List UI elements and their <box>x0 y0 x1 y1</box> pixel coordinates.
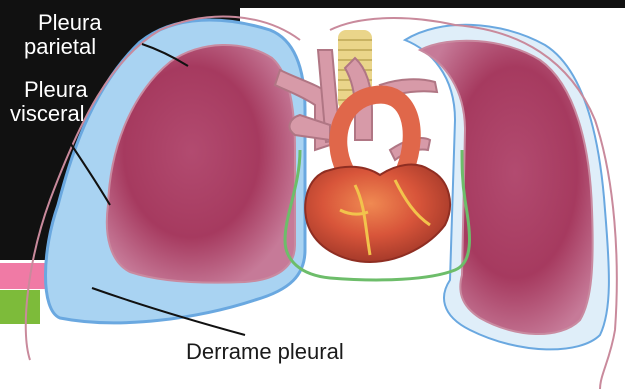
label-pleura-parietal-line1: Pleura <box>38 12 102 34</box>
label-pleura-visceral-line1: Pleura <box>24 79 88 101</box>
label-pleura-parietal-line2: parietal <box>24 36 96 58</box>
label-pleura-visceral-line2: visceral <box>10 103 85 125</box>
top-dark-band <box>0 0 625 8</box>
label-derrame-pleural: Derrame pleural <box>186 341 344 363</box>
green-strip <box>0 290 40 324</box>
